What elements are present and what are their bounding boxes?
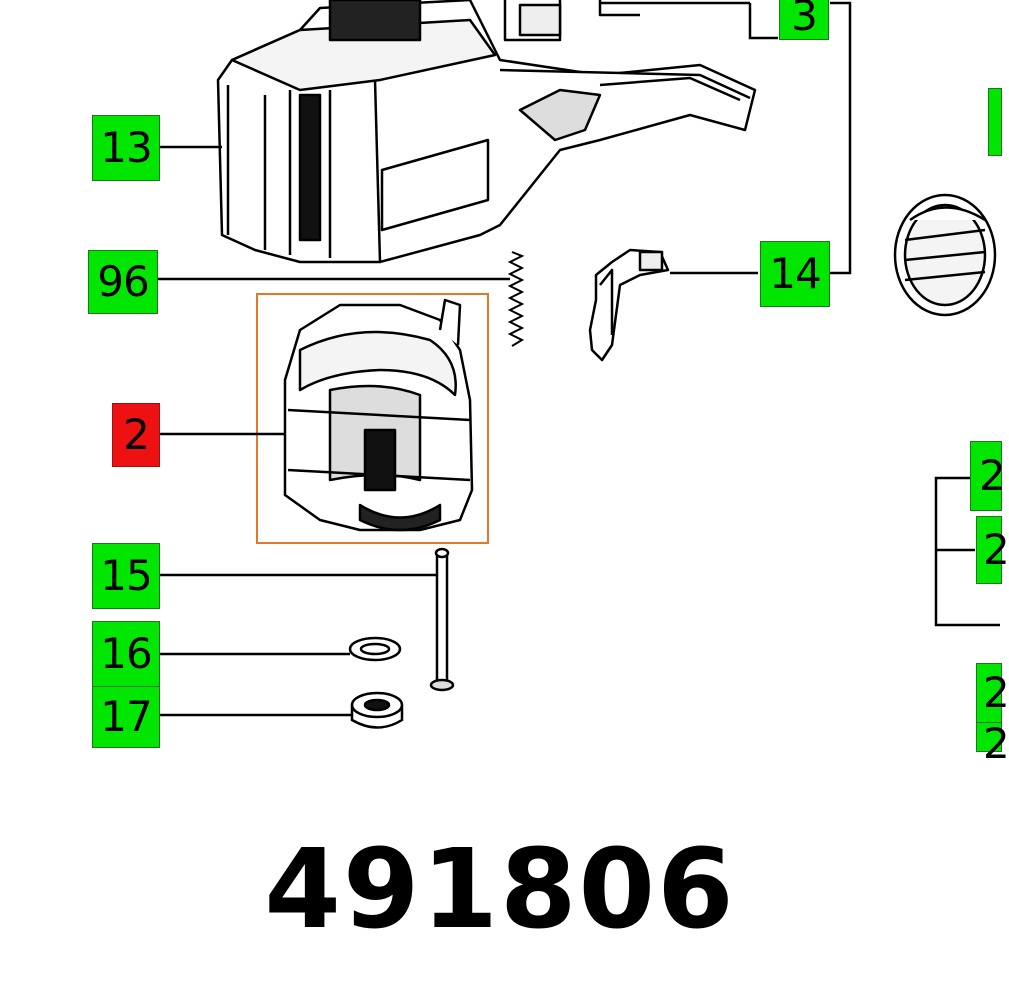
leader-lines bbox=[158, 1, 1000, 717]
callout-17[interactable]: 17 bbox=[92, 686, 160, 748]
callout-right-top-cropped[interactable] bbox=[988, 88, 1002, 156]
washer-drawing bbox=[348, 636, 402, 662]
callout-15-label: 15 bbox=[100, 551, 152, 600]
callout-right-1-label: 2 bbox=[979, 451, 1006, 500]
callout-right-2[interactable]: 2 bbox=[976, 516, 1009, 584]
callout-16[interactable]: 16 bbox=[92, 621, 160, 687]
bracket-drawing bbox=[588, 248, 670, 362]
callout-96-label: 96 bbox=[97, 257, 149, 306]
stator-drawing bbox=[283, 298, 474, 532]
callout-right-4[interactable]: 2 bbox=[976, 722, 1009, 765]
highlight-frame bbox=[256, 293, 489, 544]
callout-13-label: 13 bbox=[100, 123, 152, 172]
callout-2-label: 2 bbox=[123, 410, 150, 459]
bolt-drawing bbox=[429, 547, 455, 692]
callout-right-3[interactable]: 2 bbox=[976, 663, 1009, 723]
callout-3-label: 3 bbox=[791, 0, 818, 40]
callout-14[interactable]: 14 bbox=[760, 241, 830, 307]
part-number: 491806 bbox=[264, 825, 736, 953]
callout-3[interactable]: 3 bbox=[779, 0, 829, 40]
callout-15[interactable]: 15 bbox=[92, 543, 160, 609]
callout-right-1[interactable]: 2 bbox=[970, 441, 1006, 511]
callout-16-label: 16 bbox=[100, 629, 152, 678]
callout-right-3-label: 2 bbox=[983, 668, 1009, 717]
callout-17-label: 17 bbox=[100, 692, 152, 741]
callout-2-highlighted[interactable]: 2 bbox=[112, 403, 160, 467]
callout-right-4-label: 2 bbox=[983, 719, 1009, 768]
callout-13[interactable]: 13 bbox=[92, 115, 160, 181]
callout-96[interactable]: 96 bbox=[88, 250, 158, 314]
knob-drawing bbox=[893, 193, 997, 317]
spring-drawing bbox=[507, 251, 525, 347]
callout-right-2-label: 2 bbox=[983, 525, 1009, 574]
bearing-drawing bbox=[350, 691, 404, 729]
motor-housing-drawing bbox=[216, 0, 757, 264]
callout-14-label: 14 bbox=[769, 249, 821, 298]
